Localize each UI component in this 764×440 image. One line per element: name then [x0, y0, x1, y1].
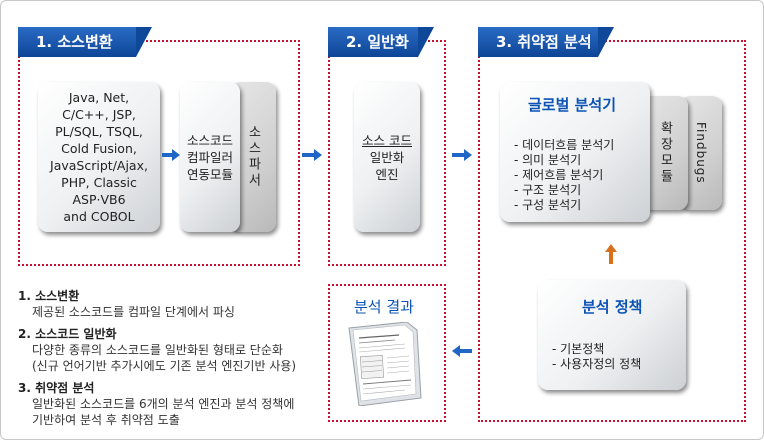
analysis-policy-title: 분석 정책 — [582, 298, 643, 316]
language-line: and COBOL — [63, 209, 135, 224]
report-document-icon — [348, 322, 422, 406]
language-line: JavaScript/Ajax, — [50, 158, 148, 173]
arrow-stage2-to-stage3 — [452, 149, 472, 161]
note-item: 3. 취약점 분석 일반화된 소스코드를 6개의 분석 엔진과 분석 정책에 기… — [18, 380, 308, 428]
arrow-stage1-to-stage2 — [302, 149, 322, 161]
analysis-result-title: 분석 결과 — [354, 298, 414, 316]
policy-list: - 기본정책 - 사용자정의 정책 — [552, 342, 641, 372]
language-line: Java, Net, — [68, 90, 130, 105]
analyzer-list: - 데이터흐름 분석기 - 의미 분석기 - 제어흐름 분석기 - 구조 분석기… — [514, 138, 614, 213]
compiler-line: 컴파일러 — [186, 149, 233, 165]
analyzer-item: - 제어흐름 분석기 — [514, 168, 604, 182]
languages-box: Java, Net, C/C++, JSP, PL/SQL, TSQL, Col… — [38, 82, 160, 232]
note-body-line: (신규 언어기반 추가시에도 기존 분석 엔진기반 사용) — [32, 359, 297, 373]
analyzer-item: - 데이터흐름 분석기 — [514, 138, 615, 152]
tab-normalization: 2. 일반화 — [328, 27, 434, 57]
engine-line: 소스 코드 — [362, 132, 412, 148]
compiler-module-box: 소스코드 컴파일러 연동모듈 — [180, 82, 240, 232]
note-body-line: 다양한 종류의 소스코드를 일반화된 형태로 단순화 — [32, 343, 283, 357]
engine-line: 일반화 — [369, 149, 405, 165]
note-body-line: 제공된 소스코드를 컴파일 단계에서 파싱 — [32, 305, 235, 319]
languages-list: Java, Net, C/C++, JSP, PL/SQL, TSQL, Col… — [50, 89, 148, 225]
findbugs-label: Findbugs — [694, 122, 708, 184]
arrow-policy-to-result — [452, 345, 472, 357]
global-analyzer-box: 글로벌 분석기 - 데이터흐름 분석기 - 의미 분석기 - 제어흐름 분석기 … — [500, 82, 650, 222]
analyzer-item: - 의미 분석기 — [514, 153, 582, 167]
normalization-engine-box: 소스 코드 일반화 엔진 — [354, 82, 420, 232]
tab-source-conversion: 1. 소스변환 — [18, 27, 152, 57]
analyzer-item: - 구성 분석기 — [514, 198, 582, 212]
arrow-policy-to-analyzer — [605, 244, 617, 264]
analysis-policy-box: 분석 정책 - 기본정책 - 사용자정의 정책 — [538, 280, 686, 390]
compiler-line: 연동모듈 — [186, 166, 233, 182]
extension-module-label: 확장모듈 — [657, 121, 673, 185]
normalization-engine-label: 소스 코드 일반화 엔진 — [362, 132, 412, 183]
arrow-languages-to-compiler — [162, 149, 180, 161]
notes-section: 1. 소스변환 제공된 소스코드를 컴파일 단계에서 파싱 2. 소스코드 일반… — [18, 288, 308, 434]
stage-source-conversion — [18, 40, 300, 266]
note-item: 1. 소스변환 제공된 소스코드를 컴파일 단계에서 파싱 — [18, 288, 308, 320]
compiler-module-label: 소스코드 컴파일러 연동모듈 — [187, 132, 233, 183]
language-line: PHP, Classic — [61, 175, 137, 190]
language-line: ASP·VB6 — [72, 192, 126, 207]
language-line: C/C++, JSP, — [62, 107, 136, 122]
note-heading: 3. 취약점 분석 — [18, 381, 95, 395]
policy-item: - 사용자정의 정책 — [552, 357, 642, 371]
global-analyzer-title: 글로벌 분석기 — [528, 96, 617, 114]
policy-item: - 기본정책 — [552, 342, 605, 356]
note-heading: 1. 소스변환 — [18, 289, 80, 303]
analyzer-item: - 구조 분석기 — [514, 183, 582, 197]
note-body-line: 기반하여 분석 후 취약점 도출 — [32, 413, 180, 427]
note-item: 2. 소스코드 일반화 다양한 종류의 소스코드를 일반화된 형태로 단순화 (… — [18, 326, 308, 374]
stage-analysis-result — [328, 284, 446, 422]
note-heading: 2. 소스코드 일반화 — [18, 327, 117, 341]
note-body-line: 일반화된 소스코드를 6개의 분석 엔진과 분석 정책에 — [32, 397, 295, 411]
compiler-line: 소스코드 — [186, 132, 233, 148]
language-line: PL/SQL, TSQL, — [55, 124, 143, 139]
language-line: Cold Fusion, — [61, 141, 137, 156]
engine-line: 엔진 — [375, 166, 399, 182]
tab-vulnerability-analysis: 3. 취약점 분석 — [478, 27, 614, 57]
source-parser-label: 소스파서 — [245, 125, 261, 189]
